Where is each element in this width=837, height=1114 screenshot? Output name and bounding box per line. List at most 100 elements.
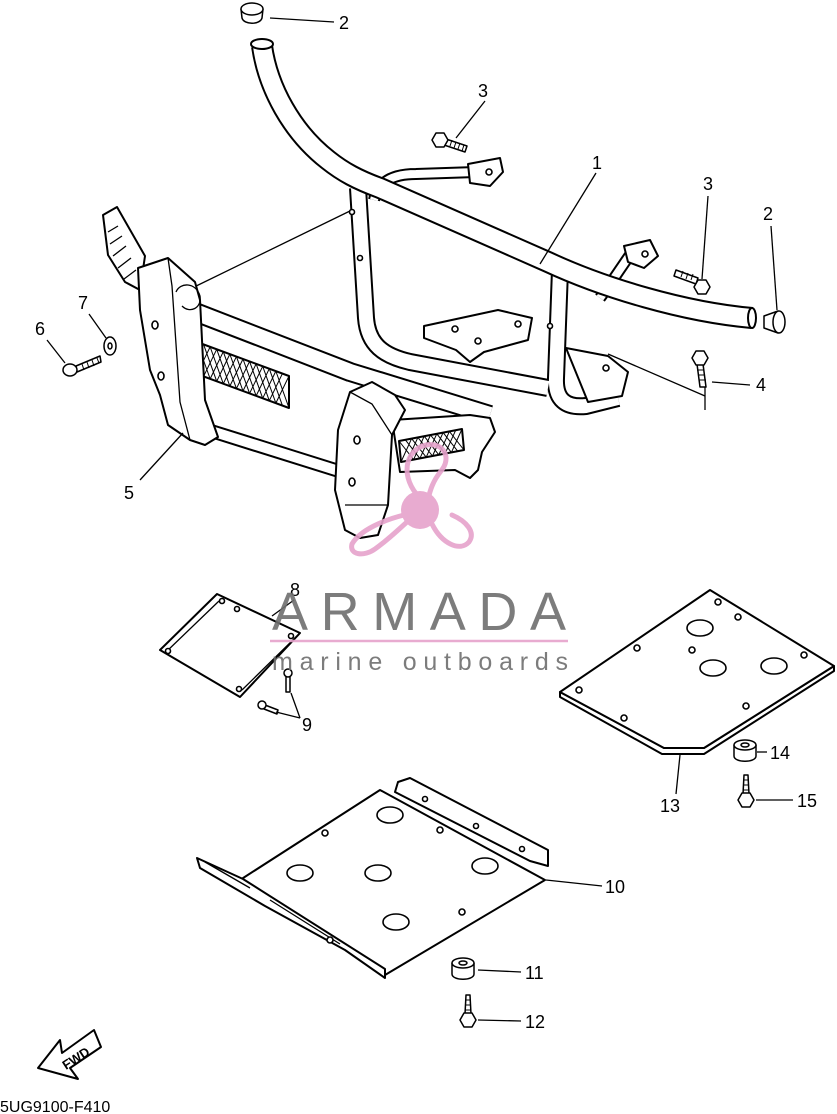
thread-ticks [743,779,749,791]
plate-hole [233,605,241,613]
callout-11: 11 [525,963,544,983]
upright-hole [356,254,364,262]
callout-8: 8 [290,580,300,600]
plate-big-hole [364,864,392,882]
callout-2-right: 2 [763,204,773,224]
bracket-hole [514,320,522,328]
callout-7: 7 [78,293,88,313]
guard-hole [151,320,159,330]
bolt-hex-head [431,132,449,148]
upright-hole [348,208,356,216]
plate-big-hole [286,864,314,882]
screw-head [257,700,267,710]
plate-hole [287,632,295,640]
leader-line [290,692,301,719]
screw-head [62,363,78,377]
callout-10: 10 [605,877,625,897]
leader-lines [46,17,793,1022]
plate-hole [326,936,334,944]
plate-big-hole [686,619,714,637]
leader-line [88,313,107,339]
leader-line [477,1019,522,1022]
callout-15: 15 [797,791,817,811]
callout-3-right: 3 [703,174,713,194]
mesh-line [450,428,463,453]
fwd-arrow-icon [37,1029,102,1080]
mesh-line [275,375,290,404]
bolt-hex-head [737,792,755,808]
cap-face [240,2,264,16]
guard-left-plate-hatch [107,225,137,280]
logo-blade [349,512,410,557]
frame-upright-left-fill [351,187,550,395]
callouts: 2 3 1 3 2 7 6 4 5 8 9 14 13 15 10 11 12 [35,13,817,1032]
screw-6 [62,355,102,377]
plate-hole [620,714,628,722]
mesh-line [242,363,257,392]
mesh-line [438,431,450,456]
mesh-line [444,429,457,454]
thread-ticks [81,357,100,371]
plate-hole [800,651,808,659]
screws-9 [257,668,293,715]
bracket-hole [485,168,493,176]
plate-left-lip [196,857,386,979]
bolt-hex-head [691,350,709,366]
collar-hole [740,742,750,748]
plate-hole [235,685,243,693]
bracket-hole [641,250,649,258]
bracket-hole [602,364,610,372]
bumper-main-tube-fill [253,44,753,327]
cap-face [772,310,786,334]
callout-14: 14 [770,743,790,763]
callout-5: 5 [124,483,134,503]
callout-12: 12 [525,1012,545,1032]
logo-blade [429,512,474,549]
callout-2-top: 2 [339,13,349,33]
guard-hole [353,435,361,445]
leader-line [539,172,597,265]
leader-line [545,879,603,887]
callout-4: 4 [756,375,766,395]
mesh-left [196,341,290,409]
bolt-hex-head [459,1012,477,1028]
leader-line [46,339,66,364]
upright-hole [546,322,554,330]
plate-hole [575,686,583,694]
callout-9: 9 [302,715,312,735]
thread-ticks [697,369,706,381]
thread-ticks [449,139,465,152]
leader-line [455,100,486,139]
plate-big-hole [471,857,499,875]
thread-ticks [465,999,471,1011]
plate-hole [458,908,466,916]
leader-line [675,754,681,795]
plate-hole [436,826,444,834]
plate-body [559,589,835,749]
bracket-plate-center [423,309,533,363]
plate-right-flange [394,777,549,867]
mesh-line [229,358,244,387]
guard-left-column-edge [167,257,191,441]
leader-line [711,381,751,386]
washer-hole [107,342,113,350]
collar-14 [733,739,757,762]
guard-hole [157,371,165,381]
logo-hub [401,491,439,529]
plate-big-hole [382,913,410,931]
plate-hole [164,647,172,655]
guard-right-column-edge [345,391,393,506]
assembly-line [607,353,706,397]
plate-hole [218,597,226,605]
right-skid-plate [559,589,835,755]
mesh-line [262,370,277,399]
bolt-right [673,269,711,295]
leader-line [701,195,709,280]
callout-1: 1 [592,153,602,173]
assembly-line [187,209,353,291]
callout-13: 13 [660,796,680,816]
guard-left-tube-loop [175,284,201,311]
bolt-hex-head [693,279,711,295]
collar-11 [451,957,475,980]
